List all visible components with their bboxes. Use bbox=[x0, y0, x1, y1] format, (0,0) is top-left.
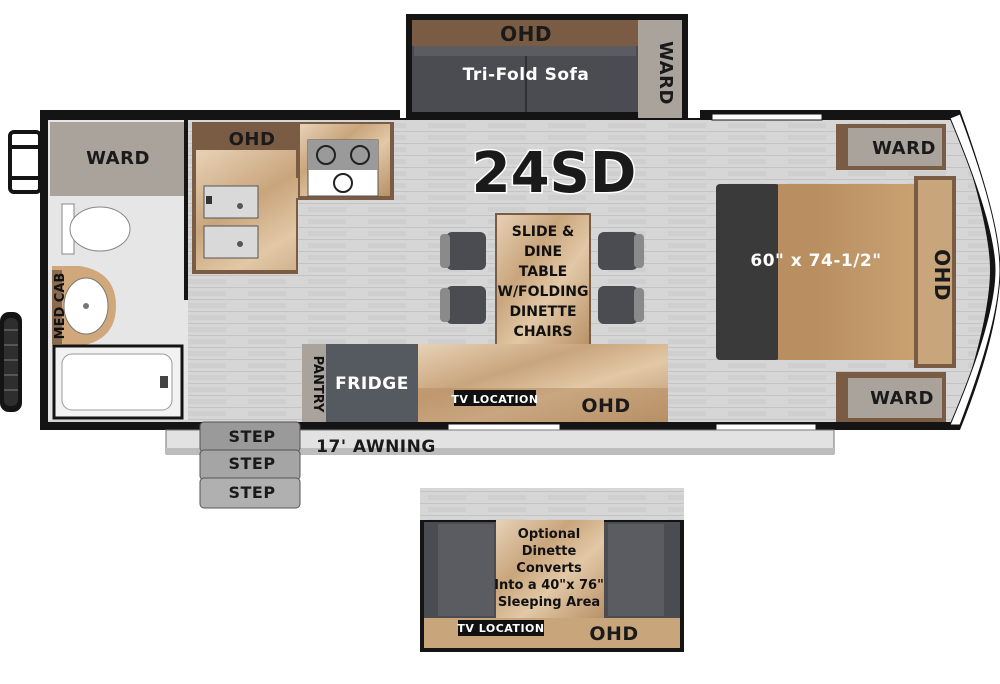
front-hitch bbox=[8, 130, 42, 194]
labels: OHD WARD Tri-Fold Sofa 24SD WARD OHD MED… bbox=[53, 22, 954, 645]
kitchen bbox=[192, 122, 394, 274]
optional-tv-location-label: TV LOCATION bbox=[457, 622, 544, 635]
stove-cooktop bbox=[307, 139, 379, 197]
spare-tire bbox=[0, 312, 22, 412]
table-label-1: SLIDE & bbox=[512, 224, 574, 240]
bath-sink bbox=[52, 266, 116, 346]
optional-line-3: Converts bbox=[516, 561, 582, 576]
entry-steps bbox=[199, 421, 301, 509]
front-ward-label: WARD bbox=[86, 148, 150, 169]
model-title: 24SD bbox=[472, 141, 637, 206]
optional-line-4: Into a 40"x 76" bbox=[494, 578, 604, 593]
step-label-1: STEP bbox=[228, 427, 275, 446]
optional-dinette-inset bbox=[420, 488, 684, 652]
kitchen-ohd-label: OHD bbox=[229, 129, 276, 150]
table-label-6: CHAIRS bbox=[514, 324, 573, 340]
bedroom bbox=[716, 124, 956, 422]
table-label-2: DINE bbox=[524, 244, 562, 260]
table-label-4: W/FOLDING bbox=[498, 284, 589, 300]
dinette-chair bbox=[598, 286, 644, 324]
slide-dine-table bbox=[495, 213, 591, 347]
pantry-label: PANTRY bbox=[310, 356, 325, 413]
tv-location-label: TV LOCATION bbox=[451, 393, 538, 406]
fridge bbox=[326, 344, 418, 422]
dinette-chair bbox=[440, 286, 486, 324]
rear-ward-top-label: WARD bbox=[872, 138, 936, 159]
table-label-3: TABLE bbox=[519, 264, 567, 280]
bed-ohd bbox=[918, 180, 952, 364]
entry-cabinets bbox=[302, 344, 668, 422]
toilet bbox=[61, 203, 131, 255]
bed-mattress bbox=[818, 184, 918, 360]
awning-label: 17' AWNING bbox=[316, 437, 436, 457]
dinette-chair bbox=[598, 232, 644, 270]
top-slideout bbox=[406, 14, 688, 128]
optional-line-5: Sleeping Area bbox=[498, 595, 600, 610]
bed-blanket bbox=[716, 184, 780, 360]
rear-ward-bottom bbox=[848, 378, 942, 418]
front-wardrobe bbox=[50, 122, 186, 196]
dinette bbox=[440, 213, 644, 347]
step-label-2: STEP bbox=[228, 454, 275, 473]
slide-ward-label: WARD bbox=[655, 41, 676, 105]
optional-dinette-table bbox=[496, 520, 604, 620]
bed-size-label: 60" x 74-1/2" bbox=[750, 251, 881, 271]
step-label-3: STEP bbox=[228, 483, 275, 502]
kitchen-sink bbox=[203, 185, 259, 259]
slide-ward-cabinet bbox=[638, 20, 682, 126]
bed-ohd-label: OHD bbox=[930, 249, 954, 301]
dinette-chair bbox=[440, 232, 486, 270]
sofa-label: Tri-Fold Sofa bbox=[463, 65, 590, 85]
optional-ohd-label: OHD bbox=[589, 623, 638, 645]
bathtub bbox=[52, 344, 184, 420]
tv-location-box bbox=[454, 390, 536, 406]
slide-ohd-label: OHD bbox=[500, 22, 552, 46]
med-cab-label: MED CAB bbox=[53, 273, 68, 340]
entry-ohd-label: OHD bbox=[581, 395, 630, 417]
optional-line-1: Optional bbox=[518, 527, 580, 542]
pantry bbox=[302, 344, 326, 422]
slide-ohd-cabinet bbox=[412, 20, 638, 46]
rear-ward-top bbox=[848, 128, 942, 166]
optional-line-2: Dinette bbox=[522, 544, 577, 559]
table-label-5: DINETTE bbox=[509, 304, 576, 320]
fridge-label: FRIDGE bbox=[335, 374, 409, 394]
bathroom bbox=[48, 120, 188, 420]
rear-ward-bottom-label: WARD bbox=[870, 388, 934, 409]
